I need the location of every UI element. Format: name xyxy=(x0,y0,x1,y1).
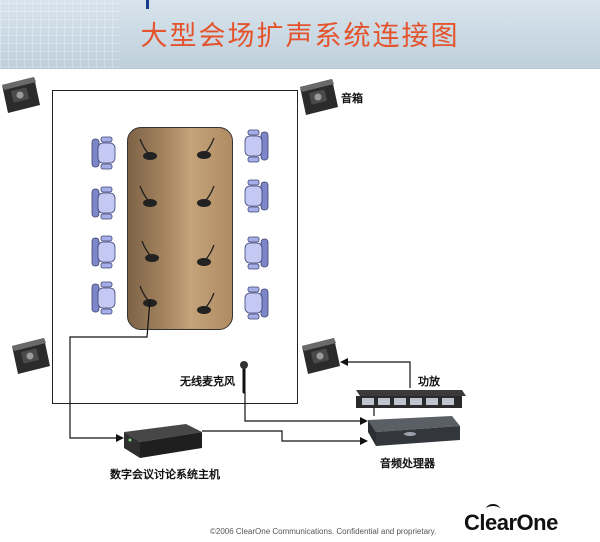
venue-room xyxy=(52,90,298,404)
chair-icon xyxy=(244,179,269,213)
chair-icon xyxy=(91,281,116,315)
chair-icon xyxy=(244,236,269,270)
conference-mic-icon xyxy=(139,285,158,308)
amplifier-icon xyxy=(356,390,466,408)
conference-mic-icon xyxy=(196,137,215,160)
speaker-top-right-icon xyxy=(300,79,338,115)
header-banner: 大型会场扩声系统连接图 xyxy=(0,0,600,69)
audio-processor-label: 音频处理器 xyxy=(380,457,435,470)
header-accent xyxy=(146,0,149,9)
copyright-footer: ©2006 ClearOne Communications. Confident… xyxy=(210,527,437,536)
chair-icon xyxy=(244,129,269,163)
audio-processor-icon xyxy=(368,416,460,446)
logo-arc xyxy=(486,504,500,514)
wiring xyxy=(69,299,411,442)
chair-icon xyxy=(244,286,269,320)
chair-icon xyxy=(91,136,116,170)
speaker-bottom-right-icon xyxy=(302,338,340,374)
wire-arrows xyxy=(116,358,368,445)
speaker-top-left-icon xyxy=(2,77,40,113)
conference-mic-icon xyxy=(139,138,158,161)
brand-logo: ClearOne xyxy=(464,510,558,535)
conference-host-icon xyxy=(124,424,202,458)
header-pattern xyxy=(0,0,120,68)
chair-icon xyxy=(91,235,116,269)
wireless-mic-label: 无线麦克风 xyxy=(180,375,235,388)
conference-mic-icon xyxy=(141,240,160,263)
conference-mic-icon xyxy=(196,244,215,267)
wireless-mic-icon xyxy=(240,361,248,394)
speaker-bottom-left-icon xyxy=(12,338,50,374)
page-title: 大型会场扩声系统连接图 xyxy=(140,21,460,52)
conference-mic-icon xyxy=(139,185,158,208)
conference-host-label: 数字会议讨论系统主机 xyxy=(110,468,220,481)
speaker-label: 音箱 xyxy=(341,92,363,105)
amplifier-label: 功放 xyxy=(418,375,440,388)
conference-mic-icon xyxy=(196,185,215,208)
conference-mic-icon xyxy=(196,292,215,315)
chair-icon xyxy=(91,186,116,220)
